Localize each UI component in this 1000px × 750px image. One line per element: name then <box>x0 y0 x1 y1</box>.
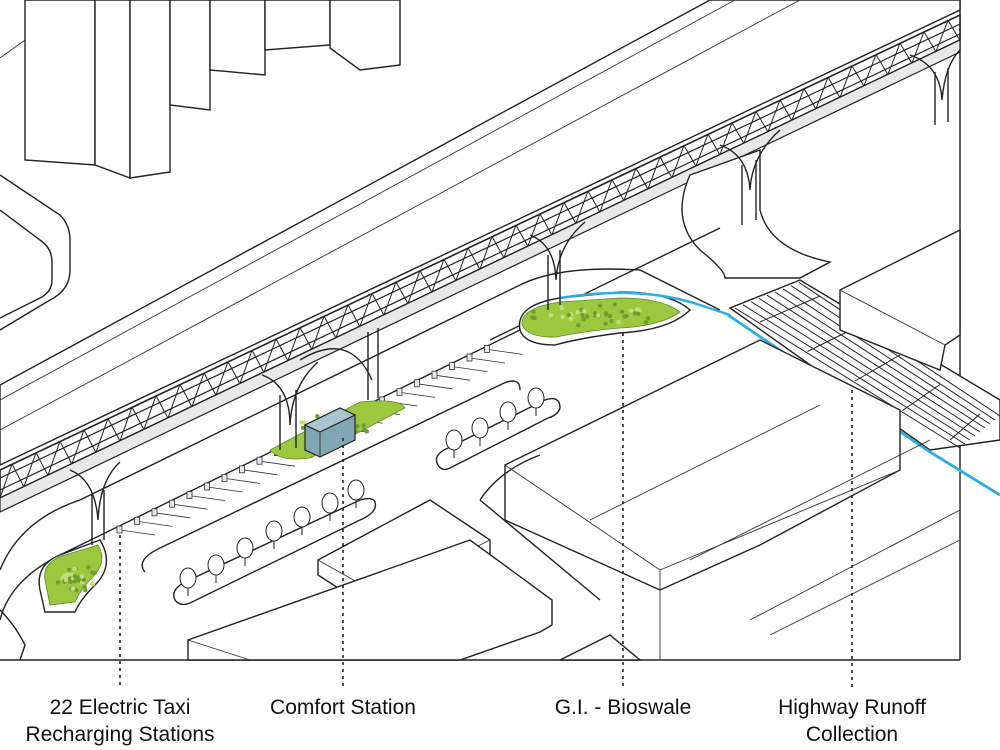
label-taxi-line2: Recharging Stations <box>25 723 215 746</box>
right-buildings <box>479 228 961 660</box>
label-runoff-line2: Collection <box>805 723 899 746</box>
background-towers <box>0 0 401 180</box>
label-comfort-station: Comfort Station <box>270 696 416 719</box>
tree-island-upper <box>435 397 561 471</box>
elevated-highway-truss <box>0 13 961 513</box>
upper-roadway <box>0 0 961 466</box>
lower-buildings <box>0 499 642 661</box>
trees <box>179 387 545 596</box>
left-street <box>0 174 71 331</box>
label-bioswale: G.I. - Bioswale <box>554 696 692 719</box>
comfort-station <box>303 407 357 458</box>
label-taxi-line1: 22 Electric Taxi <box>49 696 191 719</box>
highway-piers <box>69 49 961 545</box>
label-taxi-stations: 22 Electric Taxi Recharging Stations <box>25 694 214 748</box>
label-runoff-line1: Highway Runoff <box>778 696 926 719</box>
label-runoff-collection: Highway Runoff Collection <box>778 694 926 748</box>
tree-island-lower <box>173 497 377 606</box>
leader-lines <box>119 333 853 688</box>
